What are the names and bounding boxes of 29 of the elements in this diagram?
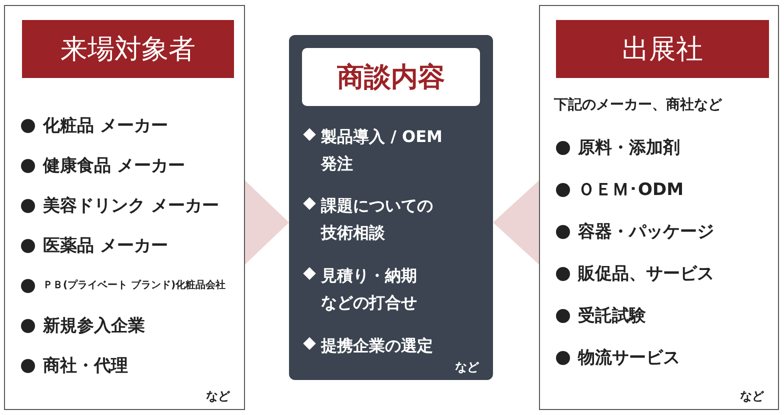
note: など: [455, 359, 479, 376]
list-item: 美容ドリンク メーカー: [43, 195, 219, 217]
heading-box: 商談内容: [302, 48, 480, 106]
list-item: 原料・添加剤: [578, 137, 680, 159]
list-item: 新規参入企業: [43, 315, 145, 337]
subtitle: 下記のメーカー、商社など: [554, 96, 722, 114]
note: など: [740, 388, 764, 405]
list-item: 提携企業の選定: [321, 335, 434, 357]
heading-band: 来場対象者: [22, 20, 234, 78]
chevron-arrow: [493, 180, 539, 264]
list-item: 製品導入 / OEM 発注: [321, 126, 444, 175]
list-item: 課題についての技術相談: [321, 195, 434, 244]
list-item: 健康食品 メーカー: [43, 155, 185, 177]
list-panel: [539, 5, 779, 410]
list-item: 化粧品 メーカー: [43, 115, 168, 137]
list-item: 受託試験: [578, 305, 646, 327]
list-item: ＯＥＭ･ODM: [578, 179, 684, 201]
list-item: 医薬品 メーカー: [43, 235, 168, 257]
list-item: ＰＢ(プライベート ブランド)化粧品会社: [43, 278, 226, 292]
list-item: 商社・代理: [43, 355, 128, 377]
list-item: 販促品、サービス: [578, 263, 714, 285]
list-item: 見積り・納期などの打合せ: [321, 265, 418, 314]
list-item: 物流サービス: [578, 347, 680, 369]
chevron-arrow: [245, 180, 289, 264]
list-panel: [4, 5, 245, 410]
list-panel: [289, 35, 493, 380]
heading-band: 出展社: [556, 20, 769, 78]
note: など: [206, 388, 230, 405]
list-item: 容器・パッケージ: [578, 221, 714, 243]
